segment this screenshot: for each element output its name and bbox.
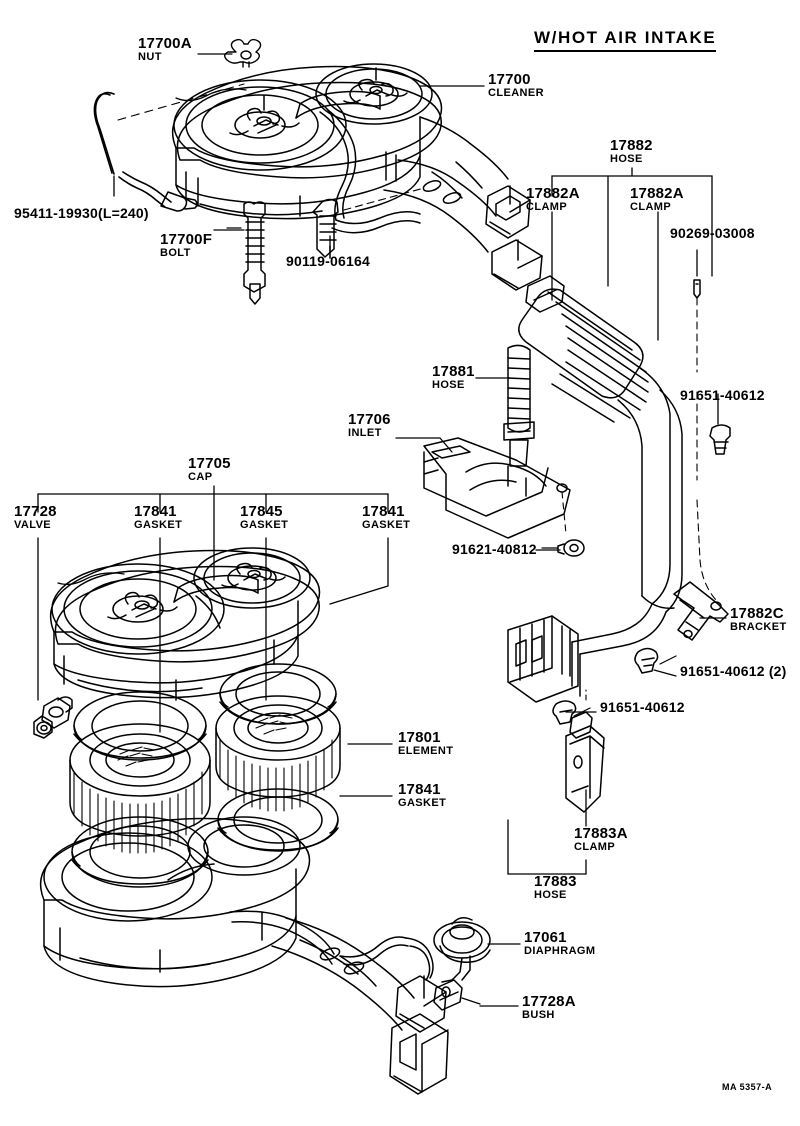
part-name: GASKET bbox=[398, 797, 447, 809]
sheet-title: W/HOT AIR INTAKE bbox=[534, 28, 717, 52]
label-gasket-17841-3: 17841 GASKET bbox=[398, 782, 446, 809]
part-number: 17841 bbox=[398, 781, 441, 798]
part-number: 17883A bbox=[574, 825, 628, 842]
label-cap-17705: 17705 CAP bbox=[188, 456, 231, 483]
part-number: 17700A bbox=[138, 35, 192, 52]
part-number: 17841 bbox=[134, 503, 177, 520]
part-name: HOSE bbox=[610, 153, 643, 165]
part-name: GASKET bbox=[240, 519, 289, 531]
part-number: 91651-40612 bbox=[600, 699, 685, 715]
part-number: 90119-06164 bbox=[286, 253, 370, 269]
label-clamp-17882a-1: 17882A CLAMP bbox=[526, 186, 580, 213]
part-number: 17882A bbox=[630, 185, 684, 202]
label-gasket-17841-2: 17841 GASKET bbox=[362, 504, 410, 531]
part-number: 17706 bbox=[348, 411, 391, 428]
label-clamp-17882a-2: 17882A CLAMP bbox=[630, 186, 684, 213]
part-number: 17728A bbox=[522, 993, 576, 1010]
part-number: 17882 bbox=[610, 137, 653, 154]
part-name: NUT bbox=[138, 51, 162, 63]
part-number: 17801 bbox=[398, 729, 441, 746]
label-bolt-91651-upper: 91651-40612 bbox=[680, 388, 765, 403]
part-number: 91651-40612 bbox=[680, 387, 765, 403]
part-number: 17061 bbox=[524, 929, 567, 946]
part-name: BUSH bbox=[522, 1009, 555, 1021]
part-name: ELEMENT bbox=[398, 745, 454, 757]
label-inlet-17706: 17706 INLET bbox=[348, 412, 391, 439]
part-number: 17841 bbox=[362, 503, 405, 520]
part-name: VALVE bbox=[14, 519, 52, 531]
part-name: INLET bbox=[348, 427, 382, 439]
part-name: HOSE bbox=[432, 379, 465, 391]
label-screw-90119: 90119-06164 bbox=[286, 254, 370, 269]
label-bolt-17700f: 17700F BOLT bbox=[160, 232, 212, 259]
label-bolt-91651-pair: 91651-40612 (2) bbox=[680, 664, 787, 679]
label-clip-90269: 90269-03008 bbox=[670, 226, 755, 241]
label-cleaner: 17700 CLEANER bbox=[488, 72, 544, 99]
part-name: CLEANER bbox=[488, 87, 544, 99]
sheet-corner-code: MA 5357-A bbox=[722, 1082, 773, 1092]
part-name: CAP bbox=[188, 471, 213, 483]
label-nut-91621: 91621-40812 bbox=[452, 542, 537, 557]
label-element-17801: 17801 ELEMENT bbox=[398, 730, 453, 757]
label-hose-17881: 17881 HOSE bbox=[432, 364, 475, 391]
part-name: BRACKET bbox=[730, 621, 787, 633]
label-diaphragm-17061: 17061 DIAPHRAGM bbox=[524, 930, 595, 957]
part-number: 17700F bbox=[160, 231, 213, 248]
label-bolt-91651-lower: 91651-40612 bbox=[600, 700, 685, 715]
part-number: 95411-19930(L=240) bbox=[14, 205, 149, 221]
part-number: 17700 bbox=[488, 71, 531, 88]
part-number: 17845 bbox=[240, 503, 283, 520]
label-hose-17882: 17882 HOSE bbox=[610, 138, 653, 165]
part-number: 17728 bbox=[14, 503, 57, 520]
part-number: 17883 bbox=[534, 873, 577, 890]
label-nut: 17700A NUT bbox=[138, 36, 192, 63]
label-hose-17883: 17883 HOSE bbox=[534, 874, 577, 901]
part-number: 17881 bbox=[432, 363, 475, 380]
part-name: CLAMP bbox=[630, 201, 672, 213]
part-number: 91621-40812 bbox=[452, 541, 537, 557]
label-bracket-17882c: 17882C BRACKET bbox=[730, 606, 787, 633]
part-name: HOSE bbox=[534, 889, 567, 901]
label-bush-17728a: 17728A BUSH bbox=[522, 994, 576, 1021]
label-clamp-17883a: 17883A CLAMP bbox=[574, 826, 628, 853]
label-gasket-17845: 17845 GASKET bbox=[240, 504, 288, 531]
part-name: GASKET bbox=[134, 519, 183, 531]
part-name: GASKET bbox=[362, 519, 411, 531]
part-number: 17882C bbox=[730, 605, 784, 622]
label-valve-17728: 17728 VALVE bbox=[14, 504, 57, 531]
part-number: 91651-40612 (2) bbox=[680, 663, 787, 679]
label-gasket-17841-1: 17841 GASKET bbox=[134, 504, 182, 531]
part-name: CLAMP bbox=[574, 841, 616, 853]
part-number: 90269-03008 bbox=[670, 225, 755, 241]
part-number: 17705 bbox=[188, 455, 231, 472]
label-wire: 95411-19930(L=240) bbox=[14, 206, 149, 221]
part-name: CLAMP bbox=[526, 201, 568, 213]
part-name: DIAPHRAGM bbox=[524, 945, 596, 957]
part-number: 17882A bbox=[526, 185, 580, 202]
part-name: BOLT bbox=[160, 247, 191, 259]
